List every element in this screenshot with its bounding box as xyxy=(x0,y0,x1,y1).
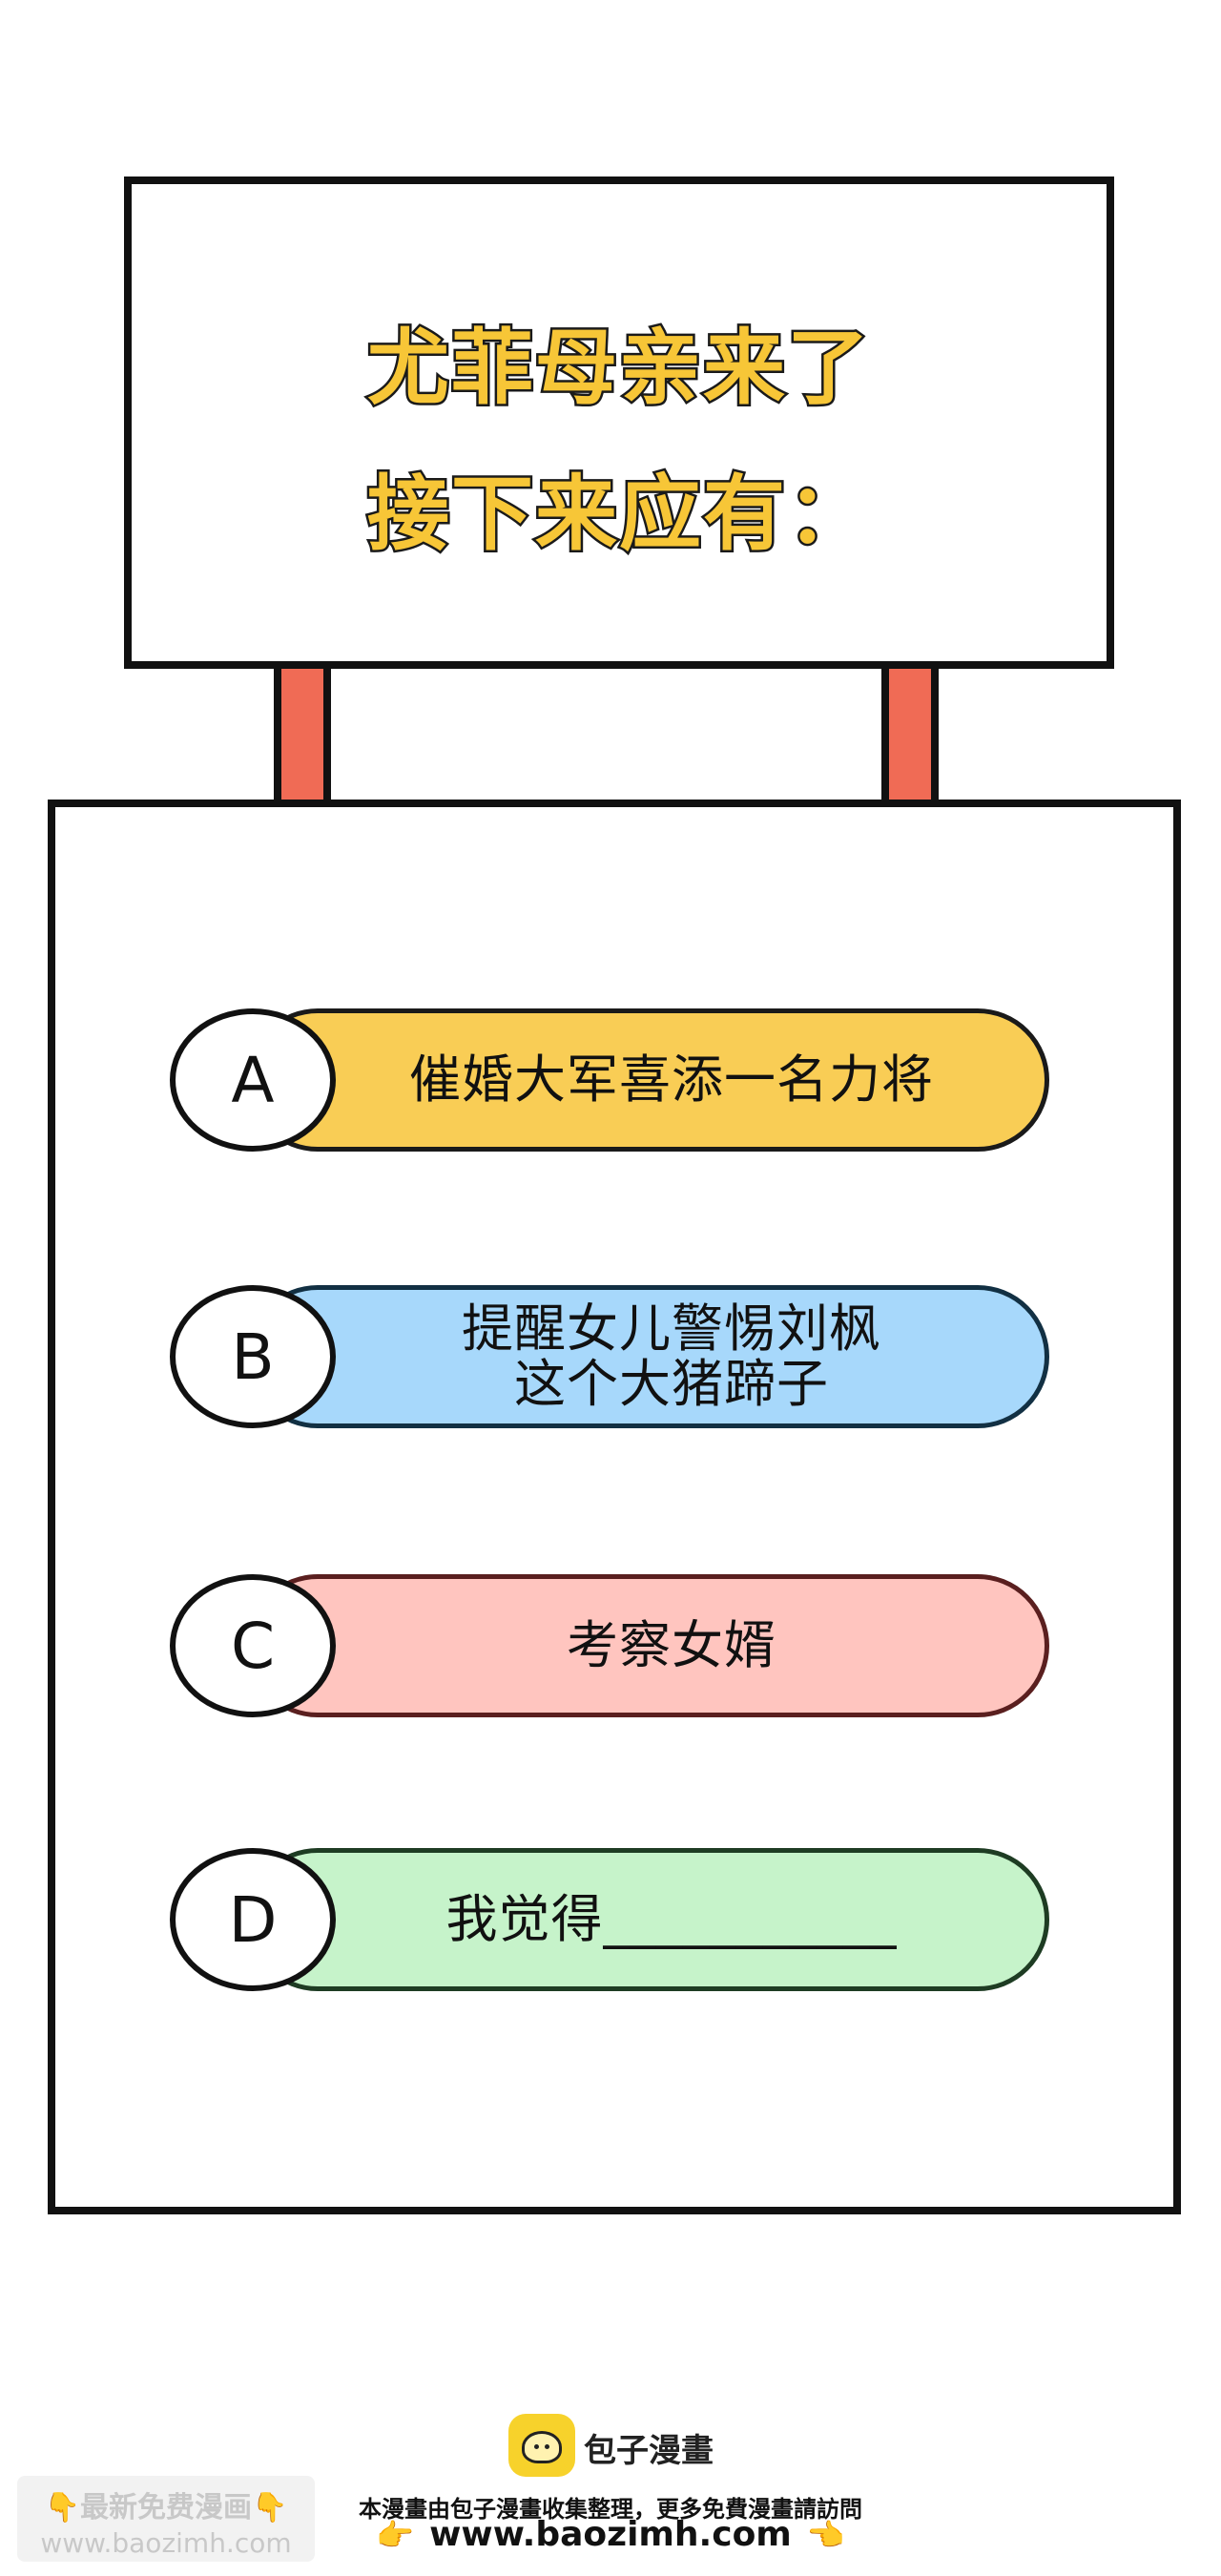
pointing-right-hand-icon: 👉 xyxy=(376,2517,415,2553)
option-d-letter: D xyxy=(170,1848,336,1991)
option-c-text: 考察女婿 xyxy=(567,1614,776,1675)
baozi-logo-icon[interactable] xyxy=(508,2414,575,2477)
option-c-letter: C xyxy=(170,1574,336,1717)
option-b-letter: B xyxy=(170,1285,336,1428)
watermark-line-1: 👇最新免费漫画👇 xyxy=(44,2491,288,2524)
option-b-line-2: 这个大猪蹄子 xyxy=(514,1354,829,1414)
option-c-pill[interactable]: 考察女婿 xyxy=(246,1574,1049,1717)
option-a-pill[interactable]: 催婚大军喜添一名力将 xyxy=(246,1008,1049,1152)
sign-post-right xyxy=(881,669,939,802)
question-title-line-2: 接下来应有： xyxy=(365,465,872,565)
footer-url-link[interactable]: www.baozimh.com xyxy=(429,2515,792,2554)
bun-face-icon xyxy=(522,2431,562,2463)
option-d[interactable]: 我觉得___________ D xyxy=(170,1848,1049,1991)
option-d-text: 我觉得___________ xyxy=(445,1888,898,1949)
pointing-left-hand-icon: 👈 xyxy=(806,2517,845,2553)
option-b-line-1: 提醒女儿警惕刘枫 xyxy=(462,1298,881,1359)
question-title-line-1: 尤菲母亲来了 xyxy=(365,319,872,419)
option-d-line-1: 我觉得___________ xyxy=(445,1888,898,1949)
option-b-text: 提醒女儿警惕刘枫 这个大猪蹄子 xyxy=(462,1298,881,1414)
footer-note: 本漫畫由包子漫畫收集整理，更多免費漫畫請訪問 xyxy=(359,2496,862,2523)
option-a-text: 催婚大军喜添一名力将 xyxy=(409,1049,934,1110)
option-a-letter: A xyxy=(170,1008,336,1152)
option-b[interactable]: 提醒女儿警惕刘枫 这个大猪蹄子 B xyxy=(170,1285,1049,1428)
option-a[interactable]: 催婚大军喜添一名力将 A xyxy=(170,1008,1049,1152)
footer-url-row[interactable]: 👉 www.baozimh.com 👈 xyxy=(0,2515,1221,2554)
option-d-pill[interactable]: 我觉得___________ xyxy=(246,1848,1049,1991)
watermark-line-2: www.baozimh.com xyxy=(40,2527,292,2559)
footer-brand[interactable]: 包子漫畫 xyxy=(584,2432,714,2470)
option-c-line-1: 考察女婿 xyxy=(567,1614,776,1675)
option-b-pill[interactable]: 提醒女儿警惕刘枫 这个大猪蹄子 xyxy=(246,1285,1049,1428)
watermark: 👇最新免费漫画👇 www.baozimh.com xyxy=(17,2476,315,2562)
question-sign: 尤菲母亲来了 接下来应有： xyxy=(124,177,1114,669)
sign-post-left xyxy=(274,669,331,802)
option-c[interactable]: 考察女婿 C xyxy=(170,1574,1049,1717)
option-a-line-1: 催婚大军喜添一名力将 xyxy=(409,1049,934,1110)
